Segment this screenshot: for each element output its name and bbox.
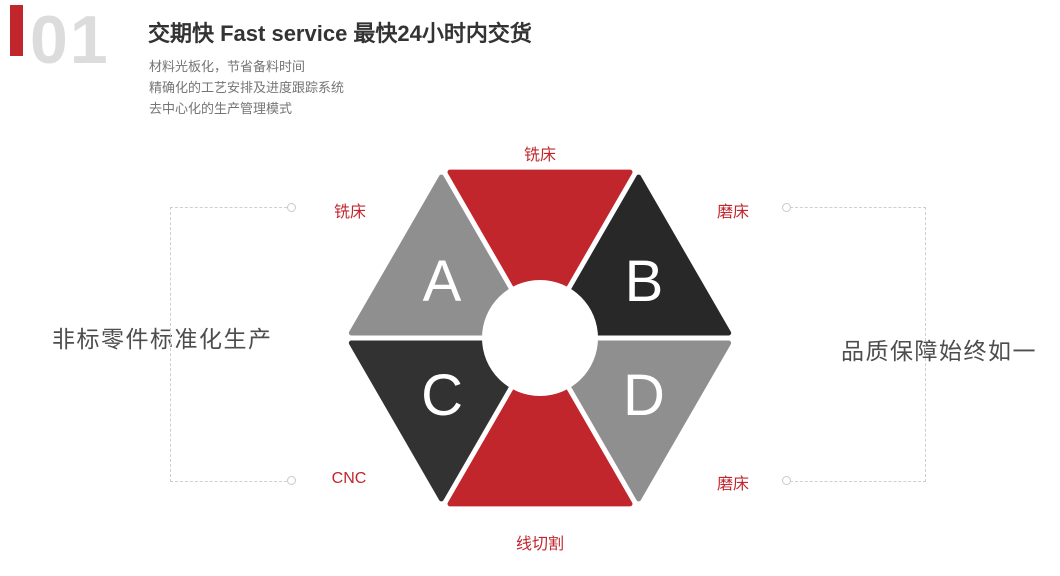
subtitle-line-3: 去中心化的生产管理模式 xyxy=(149,101,293,116)
label-top-milling: 铣床 xyxy=(523,147,557,164)
connector-dot-left-bottom xyxy=(287,476,296,485)
label-left-top-milling: 铣床 xyxy=(333,204,367,221)
subtitle-line-2: 精确化的工艺安排及进度跟踪系统 xyxy=(149,80,345,95)
segment-letter-d: D xyxy=(623,363,665,428)
left-dashed-bracket xyxy=(170,207,292,482)
connector-dot-right-top xyxy=(782,203,791,212)
segment-lower-left-c xyxy=(348,340,534,502)
center-circle xyxy=(482,280,598,396)
page-title: 交期快 Fast service 最快24小时内交货 xyxy=(148,21,532,46)
label-right-bottom-grinding: 磨床 xyxy=(716,476,750,493)
label-bottom-wirecut: 线切割 xyxy=(515,536,565,553)
segment-letter-b: B xyxy=(625,249,664,314)
connector-dot-right-bottom xyxy=(782,476,791,485)
segment-top-red xyxy=(447,169,633,331)
left-caption: 非标零件标准化生产 xyxy=(52,326,273,352)
connector-dot-left-top xyxy=(287,203,296,212)
subtitle-block: 材料光板化，节省备料时间 精确化的工艺安排及进度跟踪系统 去中心化的生产管理模式 xyxy=(149,56,344,119)
accent-bar xyxy=(10,5,23,56)
right-dashed-bracket xyxy=(790,207,926,482)
label-left-bottom-cnc: CNC xyxy=(331,470,367,487)
right-caption: 品质保障始终如一 xyxy=(841,338,1037,364)
segment-upper-left-a xyxy=(348,174,534,336)
subtitle-line-1: 材料光板化，节省备料时间 xyxy=(149,59,306,74)
segment-bottom-red xyxy=(447,345,633,507)
segment-letter-a: A xyxy=(423,249,462,314)
label-right-top-grinding: 磨床 xyxy=(716,204,750,221)
segment-lower-right-d xyxy=(546,340,732,502)
segment-letter-c: C xyxy=(421,363,463,428)
hexagon-diagram: A B C D xyxy=(348,169,732,507)
section-number: 01 xyxy=(30,2,110,78)
segment-upper-right-b xyxy=(546,174,732,336)
